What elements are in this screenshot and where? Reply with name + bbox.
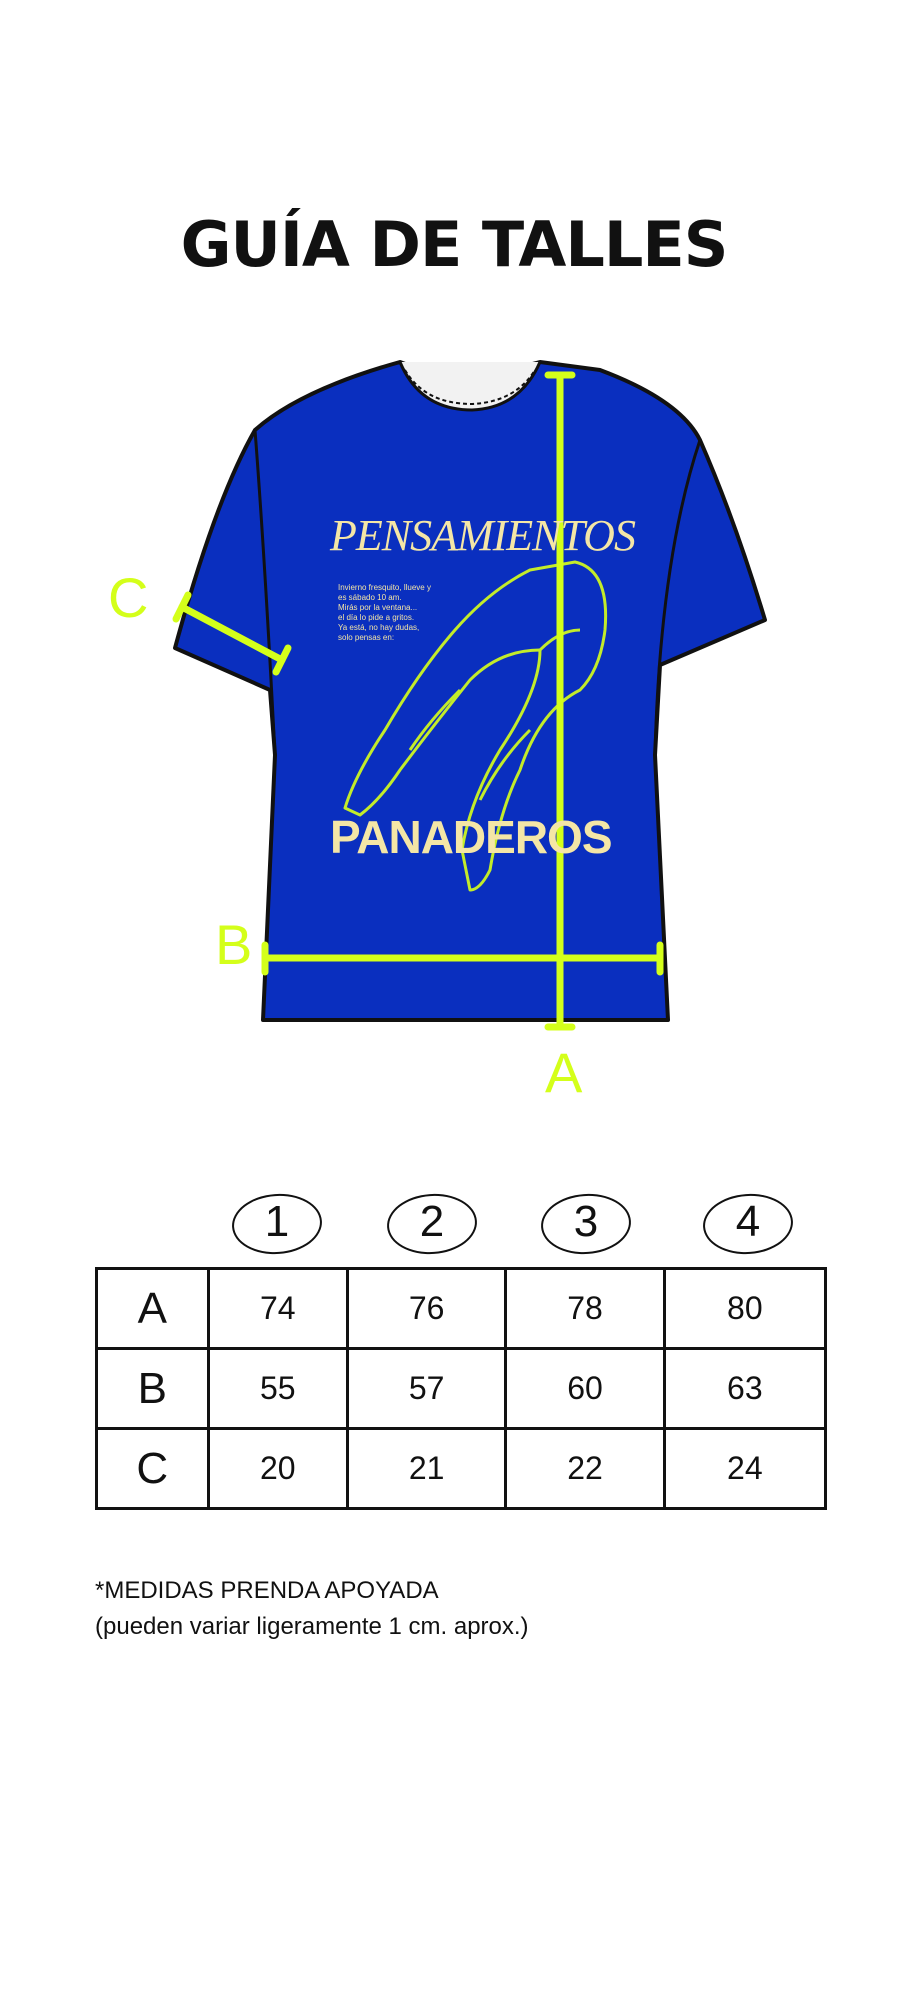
measure-a-line [544,371,576,1031]
measure-b-label: B [215,913,253,976]
measure-a-label: A [545,1041,583,1104]
tshirt-collar [398,361,542,412]
page-title: GUÍA DE TALLES [180,208,729,281]
row-label: C [95,1427,210,1510]
table-row: B 55 57 60 63 [95,1347,828,1430]
row-label: A [95,1267,210,1350]
table-cell: 63 [662,1347,828,1430]
table-cell: 22 [504,1427,666,1510]
table-row: A 74 76 78 80 [95,1267,828,1350]
table-cell: 76 [345,1267,508,1350]
size-header-2: 2 [385,1190,479,1258]
table-cell: 80 [662,1267,828,1350]
row-label: B [95,1347,210,1430]
tshirt-drawing [172,360,767,1031]
graphic-poem: Invierno fresquito, llueve y es sábado 1… [338,583,431,642]
size-header-1: 1 [230,1190,324,1258]
note-line-2: (pueden variar ligeramente 1 cm. aprox.) [95,1613,529,1640]
measurement-note: *MEDIDAS PRENDA APOYADA (pueden variar l… [95,1573,529,1645]
size-header-3: 3 [539,1190,633,1258]
table-cell: 21 [345,1427,508,1510]
table-cell: 78 [504,1267,666,1350]
size-table: A 74 76 78 80 B 55 57 60 63 C 20 21 22 2… [95,1267,828,1510]
table-cell: 60 [504,1347,666,1430]
measure-b-line [261,941,664,976]
note-line-1: *MEDIDAS PRENDA APOYADA [95,1577,439,1604]
table-cell: 74 [206,1267,350,1350]
tshirt-illustration [0,330,908,1130]
tshirt-body [173,360,767,1022]
table-cell: 57 [345,1347,508,1430]
measure-c-line [172,591,292,676]
graphic-title-top: PENSAMIENTOS [330,511,636,560]
graphic-title-bottom: PANADEROS [330,811,613,863]
measure-c-label: C [108,566,149,629]
table-row: C 20 21 22 24 [95,1427,828,1510]
table-cell: 55 [206,1347,350,1430]
table-cell: 20 [206,1427,350,1510]
size-header-4: 4 [701,1190,795,1258]
table-cell: 24 [662,1427,828,1510]
